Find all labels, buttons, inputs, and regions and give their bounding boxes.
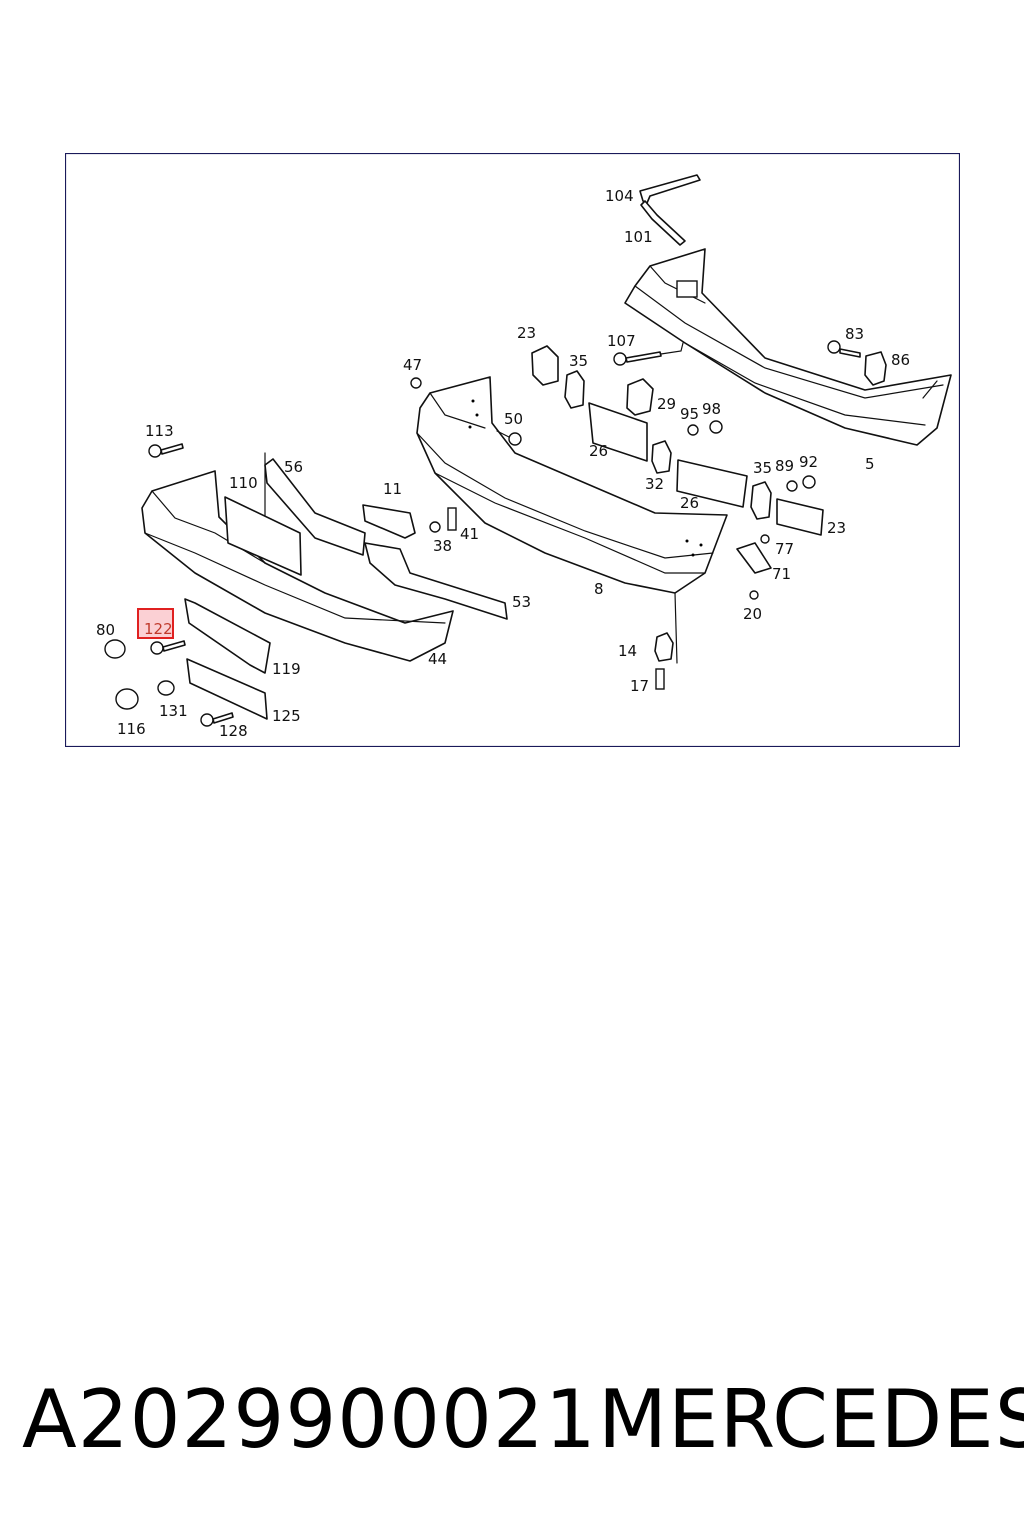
bolt-83-part — [827, 340, 861, 358]
strip-56-part — [264, 458, 366, 556]
callout-83: 83 — [845, 325, 864, 343]
pad-23-upper-part — [531, 345, 559, 386]
bumper-exploded-view: 104 101 83 86 5 107 23 35 29 95 98 47 50… — [65, 153, 960, 747]
bracket-35-lower-part — [750, 481, 772, 520]
parts-diagram: 104 101 83 86 5 107 23 35 29 95 98 47 50… — [65, 153, 960, 747]
brand-name: MERCEDES — [598, 1373, 1024, 1466]
screw-113-part — [148, 443, 184, 458]
callout-122[interactable]: 122 — [144, 620, 173, 638]
callout-38: 38 — [433, 537, 452, 555]
callout-113: 113 — [145, 422, 174, 440]
callout-89: 89 — [775, 457, 794, 475]
nuts-95-98-part — [687, 420, 723, 436]
callout-47: 47 — [403, 356, 422, 374]
callout-23-lower: 23 — [827, 519, 846, 537]
screw-20-part — [749, 590, 759, 600]
strip-125-part — [186, 658, 268, 720]
callout-98: 98 — [702, 400, 721, 418]
callout-35-lower: 35 — [753, 459, 772, 477]
callout-56: 56 — [284, 458, 303, 476]
bolt-50-part — [496, 430, 522, 446]
pad-26-upper-part — [588, 402, 648, 462]
callout-50: 50 — [504, 410, 523, 428]
callout-44: 44 — [428, 650, 447, 668]
callout-80: 80 — [96, 621, 115, 639]
bolt-107-part — [613, 342, 684, 366]
callout-23-upper: 23 — [517, 324, 536, 342]
bracket-86-part — [864, 351, 887, 386]
callout-128: 128 — [219, 722, 248, 740]
pad-23-lower-part — [776, 498, 824, 536]
front-bumper-8-part — [416, 376, 728, 664]
rear-bumper-part — [624, 248, 952, 446]
callout-26-upper: 26 — [589, 442, 608, 460]
part-77-71-part — [736, 534, 772, 574]
pad-29-part — [626, 378, 654, 416]
callout-104: 104 — [605, 187, 634, 205]
callout-92: 92 — [799, 453, 818, 471]
callout-116: 116 — [117, 720, 146, 738]
callout-41: 41 — [460, 525, 479, 543]
callout-35-upper: 35 — [569, 352, 588, 370]
callout-131: 131 — [159, 702, 188, 720]
callout-119: 119 — [272, 660, 301, 678]
callout-53: 53 — [512, 593, 531, 611]
callout-20: 20 — [743, 605, 762, 623]
callout-29: 29 — [657, 395, 676, 413]
callout-26-lower: 26 — [680, 494, 699, 512]
callout-highlight-box — [137, 608, 174, 639]
clip-17-part — [655, 668, 665, 690]
valance-119-part — [184, 598, 271, 674]
callout-101: 101 — [624, 228, 653, 246]
callout-95: 95 — [680, 405, 699, 423]
plate-110-part — [224, 496, 302, 576]
cap-116-part — [115, 688, 139, 710]
callout-5: 5 — [865, 455, 875, 473]
footer-caption: A2029900021 MERCEDES — [0, 1370, 1024, 1470]
callout-71: 71 — [772, 565, 791, 583]
clip-41-part — [447, 507, 457, 531]
bracket-11-part — [362, 504, 416, 539]
bracket-14-part — [654, 632, 674, 662]
callout-86: 86 — [891, 351, 910, 369]
callout-110: 110 — [229, 474, 258, 492]
callout-14: 14 — [618, 642, 637, 660]
callout-32: 32 — [645, 475, 664, 493]
screw-128-part — [200, 712, 234, 727]
part-number: A2029900021 — [22, 1373, 597, 1466]
pad-26-lower-part — [676, 459, 748, 508]
washers-89-92-part — [786, 475, 816, 492]
callout-107: 107 — [607, 332, 636, 350]
screw-122-part — [150, 640, 186, 655]
callout-11: 11 — [383, 480, 402, 498]
bracket-32-part — [651, 440, 672, 474]
callout-77: 77 — [775, 540, 794, 558]
cap-80-part — [104, 639, 126, 659]
callout-125: 125 — [272, 707, 301, 725]
bolt-38-part — [429, 521, 441, 533]
callout-8: 8 — [594, 580, 604, 598]
bracket-35-upper-part — [564, 370, 585, 409]
callout-17: 17 — [630, 677, 649, 695]
strip-53-part — [364, 542, 508, 620]
cap-131-part — [157, 680, 175, 696]
trim-clip-strip-part — [639, 174, 701, 246]
nut-47-part — [410, 377, 422, 389]
